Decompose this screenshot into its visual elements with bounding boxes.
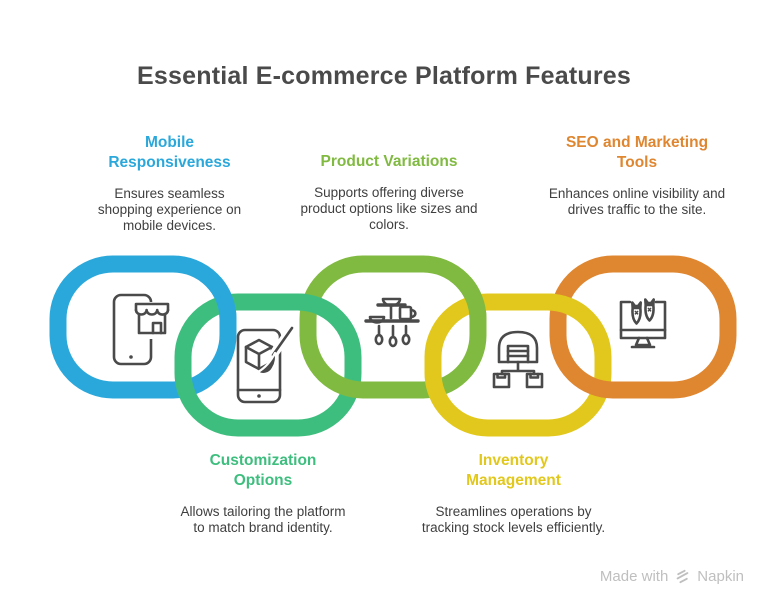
ring-inventory-link	[424, 293, 612, 437]
feature-title-seo: SEO and Marketing Tools	[565, 134, 709, 171]
feature-title-custom: Customization Options	[209, 452, 317, 489]
page-title: Essential E-commerce Platform Features	[137, 62, 631, 90]
phone-paintbrush-icon	[236, 323, 297, 404]
feature-title-mobile: Mobile Responsiveness	[108, 134, 231, 171]
feature-mobile-responsiveness: Mobile Responsiveness Ensures seamless s…	[57, 133, 282, 233]
feature-customization-options: Customization Options Allows tailoring t…	[158, 451, 368, 536]
smartphone-storefront-icon	[112, 293, 172, 366]
napkin-brand-label: Napkin	[697, 568, 744, 585]
napkin-logo-icon	[676, 569, 689, 584]
feature-description-mobile: Ensures seamless shopping experience on …	[97, 185, 242, 233]
feature-description-variations: Supports offering diverse product option…	[300, 184, 478, 232]
feature-product-variations: Product Variations Supports offering div…	[285, 152, 493, 233]
warehouse-boxes-icon	[492, 330, 544, 389]
product-shelf-icon	[364, 297, 420, 348]
ring-variations-weave-patch	[450, 277, 487, 330]
feature-description-seo: Enhances online visibility and drives tr…	[548, 185, 726, 217]
monitor-rockets-icon	[619, 298, 667, 349]
feature-title-variations: Product Variations	[320, 153, 458, 170]
made-with-label: Made with	[599, 568, 669, 585]
feature-title-inventory: Inventory Management	[466, 452, 561, 489]
ring-seo-link	[549, 255, 737, 399]
ring-customization-link	[174, 293, 362, 437]
feature-seo-marketing: SEO and Marketing Tools Enhances online …	[528, 133, 746, 218]
feature-inventory-management: Inventory Management Streamlines operati…	[406, 451, 621, 536]
feature-description-custom: Allows tailoring the platform to match b…	[180, 503, 346, 535]
feature-description-inventory: Streamlines operations by tracking stock…	[421, 503, 606, 535]
ring-mobile-weave-patch	[200, 277, 237, 330]
made-with-napkin-link[interactable]: Made with Napkin	[600, 568, 744, 585]
